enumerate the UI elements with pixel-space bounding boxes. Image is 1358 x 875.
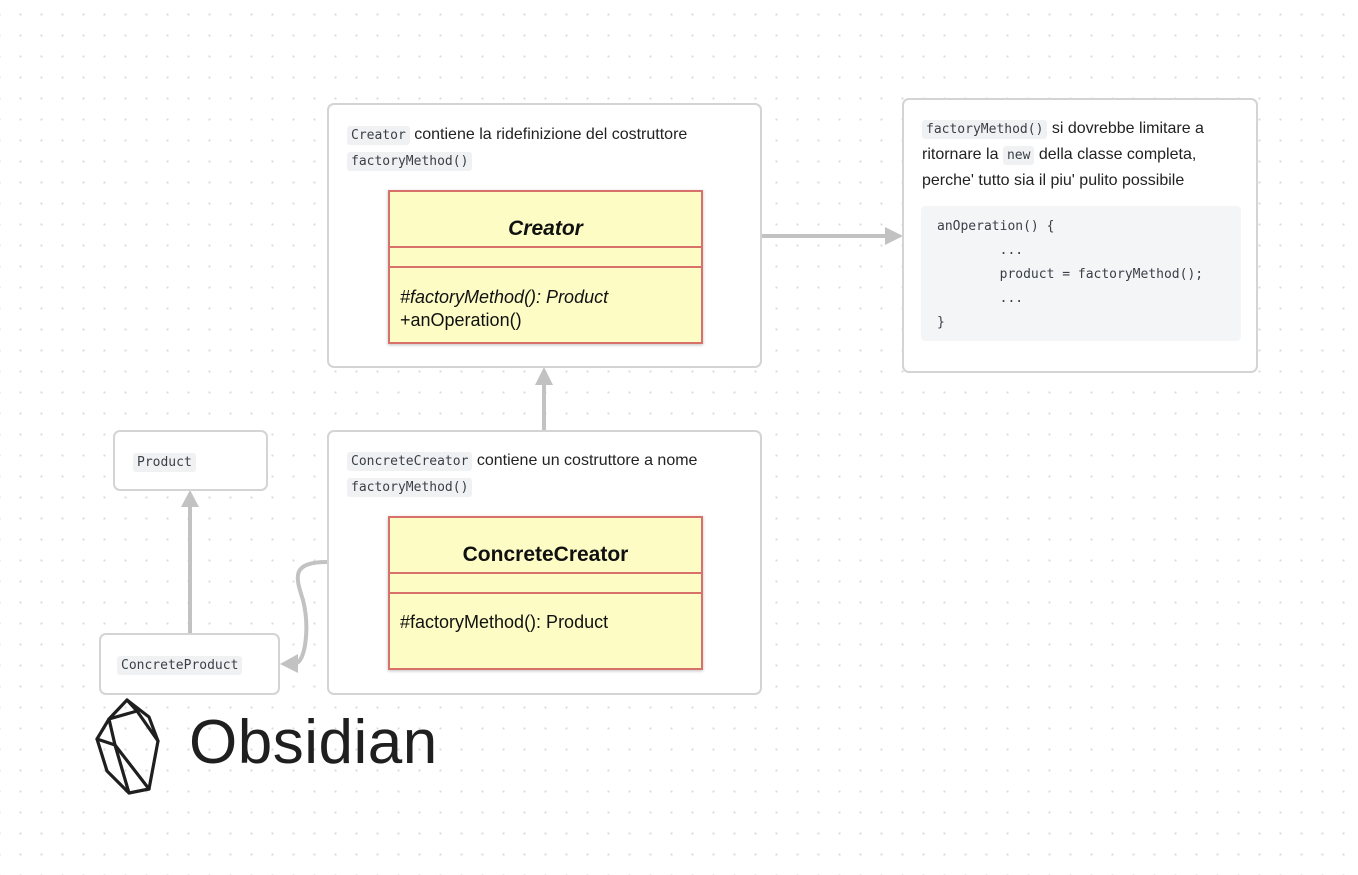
creator-description: contiene la ridefinizione del costruttor… (414, 126, 688, 143)
card-creator[interactable]: Creator contiene la ridefinizione del co… (327, 103, 762, 368)
obsidian-wordmark: Obsidian (189, 708, 438, 777)
uml-class-creator-image: Creator #factoryMethod(): Product +anOpe… (388, 190, 703, 344)
edge-creator-to-note-arrowhead (885, 227, 903, 245)
card-concrete-product-text: ConcreteProduct (117, 652, 243, 678)
card-concrete-product[interactable]: ConcreteProduct (99, 633, 280, 695)
uml-method-factory-method: #factoryMethod(): Product (400, 287, 609, 307)
inline-code-concrete-product: ConcreteProduct (117, 656, 243, 675)
card-product-text: Product (133, 449, 196, 475)
card-factory-method-note[interactable]: factoryMethod() si dovrebbe limitare a r… (902, 98, 1258, 373)
card-note-text: factoryMethod() si dovrebbe limitare a r… (922, 116, 1242, 193)
inline-code-factory-method: factoryMethod() (922, 120, 1048, 139)
concrete-creator-description: contiene un costruttore a nome (476, 452, 698, 469)
edge-concrete-creator-to-concrete-product-arrowhead (280, 654, 298, 673)
inline-code-factory-method: factoryMethod() (347, 478, 473, 497)
note-text-part-1: si dovrebbe limitare a ritornare la (922, 120, 1204, 163)
edge-concrete-product-to-product-arrowhead (181, 490, 199, 507)
uml-method-factory-method: #factoryMethod(): Product (400, 612, 609, 632)
inline-code-creator: Creator (347, 126, 410, 145)
uml-method-an-operation: +anOperation() (400, 310, 522, 330)
code-block-an-operation: anOperation() { ... product = factoryMet… (921, 206, 1241, 341)
card-concrete-creator[interactable]: ConcreteCreator contiene un costruttore … (327, 430, 762, 695)
uml-attributes-section (390, 574, 701, 594)
edge-concrete-creator-to-creator-arrowhead (535, 367, 553, 385)
uml-class-name: Creator (390, 192, 701, 248)
inline-code-new: new (1002, 146, 1035, 165)
inline-code-factory-method: factoryMethod() (347, 152, 473, 171)
inline-code-product: Product (133, 453, 196, 472)
uml-methods-section: #factoryMethod(): Product +anOperation() (390, 268, 701, 332)
card-concrete-creator-text: ConcreteCreator contiene un costruttore … (347, 448, 747, 500)
obsidian-logo-icon (95, 698, 160, 795)
uml-class-concrete-creator-image: ConcreteCreator #factoryMethod(): Produc… (388, 516, 703, 670)
note-text-part-2: della classe completa, perche' tutto sia… (922, 146, 1197, 189)
uml-methods-section: #factoryMethod(): Product (390, 594, 701, 634)
uml-class-name: ConcreteCreator (390, 518, 701, 574)
uml-attributes-section (390, 248, 701, 268)
card-creator-text: Creator contiene la ridefinizione del co… (347, 122, 747, 174)
edge-concrete-creator-to-concrete-product[interactable] (295, 560, 328, 665)
inline-code-concrete-creator: ConcreteCreator (347, 452, 473, 471)
card-product[interactable]: Product (113, 430, 268, 491)
